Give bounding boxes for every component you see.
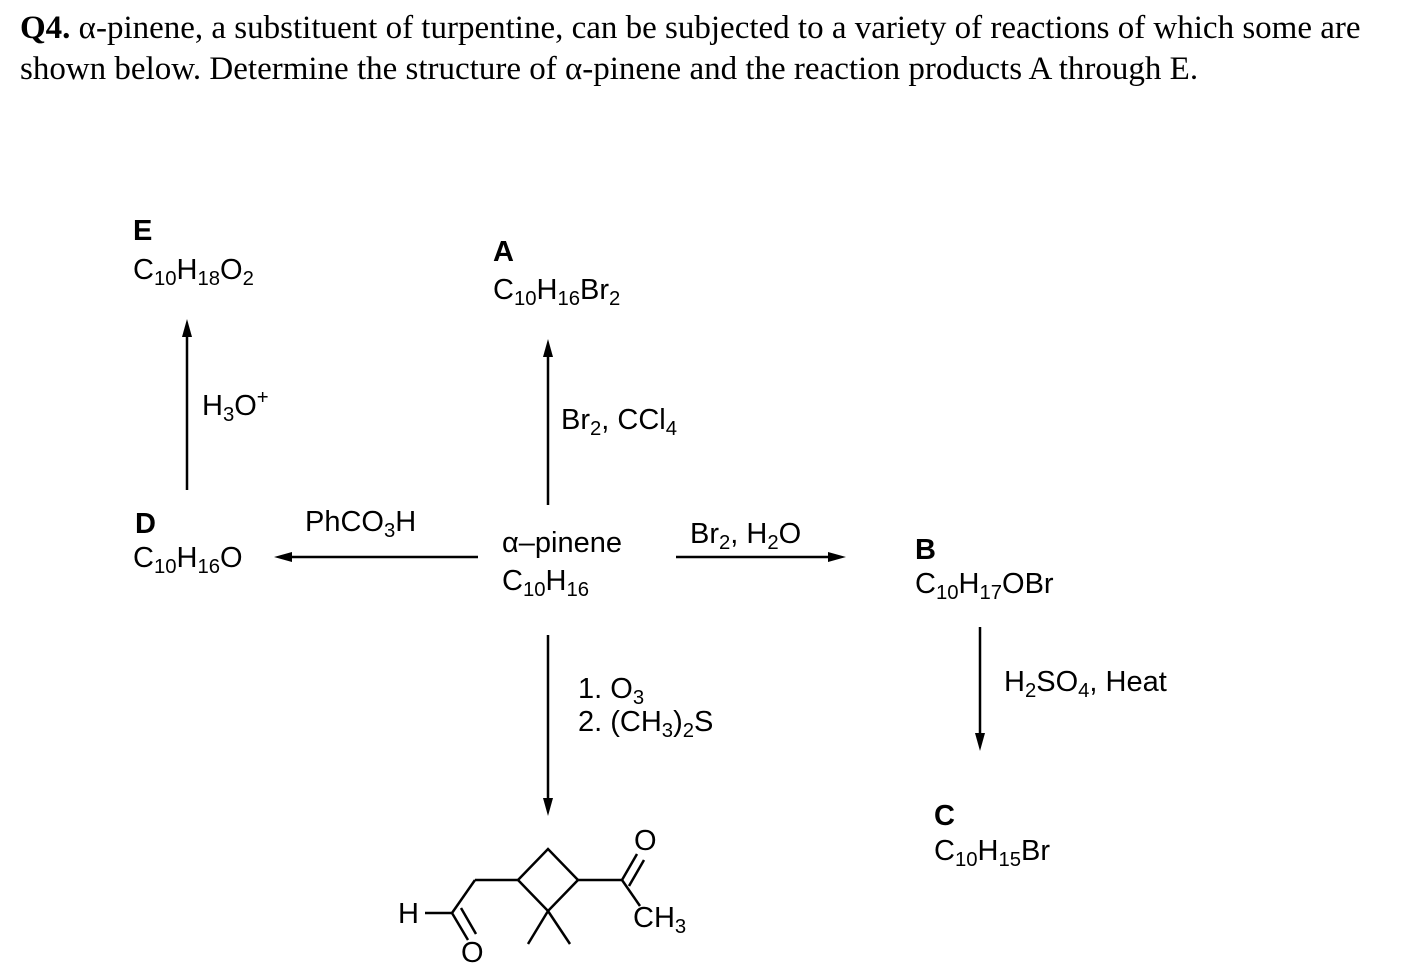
reagent-to-A: Br2, CCl4 — [561, 404, 678, 441]
reagent-to-B: Br2, H2O — [690, 518, 802, 555]
start-formula: C10H16 — [502, 565, 590, 602]
atom-CH3: CH3 — [633, 902, 687, 939]
label-A: A — [493, 236, 514, 268]
formula-D: C10H16O — [133, 542, 243, 579]
reagent-ozonolysis-1: 1. O3 — [578, 673, 645, 710]
label-C: C — [934, 800, 955, 832]
atom-O-aldehyde: O — [461, 937, 484, 969]
formula-A: C10H16Br2 — [493, 274, 621, 311]
formula-E: C10H18O2 — [133, 254, 254, 291]
reagent-to-E: H3O+ — [202, 386, 269, 427]
label-D: D — [135, 508, 156, 540]
formula-B: C10H17OBr — [915, 568, 1054, 605]
atom-O-ketone: O — [634, 825, 657, 857]
start-name: α–pinene — [502, 527, 622, 559]
ozonolysis-product-structure — [425, 847, 646, 945]
reagent-ozonolysis-2: 2. (CH3)2S — [578, 706, 714, 743]
formula-C: C10H15Br — [934, 835, 1051, 872]
atom-H: H — [398, 898, 419, 930]
question-text: Q4. α-pinene, a substituent of turpentin… — [20, 8, 1415, 90]
label-B: B — [915, 534, 936, 566]
reagent-to-D: PhCO3H — [305, 506, 417, 543]
question-number: Q4. — [20, 10, 71, 46]
question-body: α-pinene, a substituent of turpentine, c… — [20, 10, 1361, 87]
label-E: E — [133, 215, 153, 247]
reagent-to-C: H2SO4, Heat — [1004, 666, 1167, 703]
